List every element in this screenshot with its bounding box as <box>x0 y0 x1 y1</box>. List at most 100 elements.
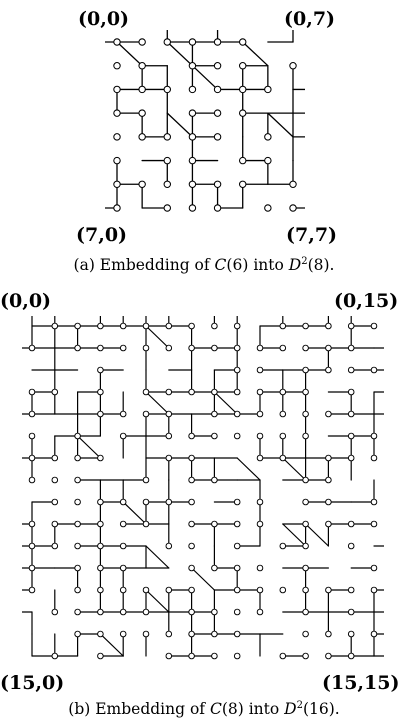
grid-b-node <box>97 608 104 616</box>
grid-b-node <box>279 322 287 330</box>
grid-b-node <box>370 366 378 374</box>
grid-b-node <box>51 476 59 484</box>
grid-b-node <box>188 454 195 462</box>
grid-b-node <box>233 344 241 352</box>
grid-a-node <box>163 133 172 141</box>
grid-b-diagonal-edge <box>236 457 261 481</box>
embedding-diagram-a <box>105 30 305 212</box>
grid-a-node <box>113 133 121 141</box>
grid-b-node <box>165 652 173 660</box>
grid-a-node <box>188 85 197 94</box>
embedding-diagram-b <box>22 316 384 660</box>
grid-a-node <box>213 133 222 141</box>
grid-b-node <box>211 476 218 484</box>
grid-b-node <box>51 542 59 550</box>
grid-b-diagonal-edge <box>305 523 329 547</box>
grid-b-node <box>370 630 378 638</box>
grid-b-node <box>188 542 195 550</box>
grid-b-node <box>165 498 173 506</box>
grid-b-node <box>325 476 332 484</box>
grid-b-node <box>28 388 36 396</box>
corner-label-bottom-left-b: (15,0) <box>0 672 65 694</box>
grid-b-node <box>370 564 378 572</box>
grid-b-diagonal-edge <box>213 391 238 415</box>
grid-b-node <box>119 432 127 440</box>
grid-b-node <box>97 366 104 374</box>
grid-b-node <box>74 454 81 462</box>
grid-b-node <box>165 432 173 440</box>
grid-b-node <box>97 542 104 550</box>
grid-a-node <box>213 38 222 46</box>
grid-b-node <box>279 388 287 396</box>
grid-b-node <box>165 388 173 396</box>
grid-b-node <box>142 388 150 396</box>
grid-a-node <box>238 38 247 46</box>
grid-b-node <box>302 498 309 506</box>
grid-b-node <box>347 542 355 550</box>
grid-b-node <box>233 410 241 418</box>
grid-b-node <box>233 388 241 396</box>
grid-b-node <box>256 410 264 418</box>
grid-b-node <box>233 498 241 506</box>
grid-b-node <box>142 608 150 616</box>
grid-b-diagonal-edge <box>282 457 307 481</box>
grid-b-node <box>370 454 378 462</box>
grid-b-node <box>74 608 81 616</box>
grid-a-node <box>238 61 247 70</box>
grid-a-node <box>188 109 197 117</box>
grid-b-node <box>119 564 127 572</box>
corner-label-bottom-right-a: (7,7) <box>286 224 338 246</box>
grid-b-diagonal-edge <box>99 633 124 657</box>
grid-a-node <box>138 133 146 141</box>
grid-b-node <box>256 564 264 572</box>
grid-b-node <box>97 564 104 572</box>
grid-b-node <box>211 608 218 616</box>
grid-b-node <box>142 476 150 484</box>
grid-b-node <box>279 652 287 660</box>
grid-b-node <box>97 520 104 528</box>
grid-b-node <box>233 630 241 638</box>
grid-b-node <box>188 432 195 440</box>
grid-a-node <box>138 180 146 189</box>
grid-a-node <box>113 180 121 189</box>
grid-b-node <box>347 652 355 660</box>
grid-b-node <box>233 564 241 572</box>
grid-b-node <box>279 410 287 418</box>
grid-b-node <box>302 608 309 616</box>
grid-b-node <box>279 432 287 440</box>
grid-b-node <box>74 322 81 330</box>
grid-a-node <box>138 38 146 46</box>
grid-b-node <box>347 454 355 462</box>
grid-b-node <box>211 344 218 352</box>
grid-b-node <box>302 366 309 374</box>
grid-b-node <box>142 344 150 352</box>
caption-a: (a) Embedding of C(6) into D2(8). <box>73 256 335 275</box>
grid-b-node <box>256 586 264 594</box>
grid-b-node <box>28 520 36 528</box>
grid-b-node <box>347 366 355 374</box>
grid-b-node <box>188 520 195 528</box>
grid-b-node <box>119 322 127 330</box>
grid-b-node <box>370 586 378 594</box>
grid-b-node <box>188 586 195 594</box>
grid-b-node <box>74 432 81 440</box>
grid-b-node <box>74 630 81 638</box>
grid-a-node <box>188 61 197 70</box>
grid-b-diagonal-edge <box>76 435 102 459</box>
grid-b-node <box>28 476 36 484</box>
grid-b-node <box>211 630 218 638</box>
grid-a-node <box>289 61 297 70</box>
grid-a-node <box>213 109 222 117</box>
grid-b-node <box>325 498 332 506</box>
grid-b-node <box>256 366 264 374</box>
caption-b: (b) Embedding of C(8) into D2(16). <box>68 700 340 719</box>
grid-a-node <box>113 109 121 117</box>
grid-a-node <box>238 109 247 117</box>
grid-a-node <box>213 61 222 70</box>
grid-b-node <box>347 608 355 616</box>
grid-b-node <box>325 630 332 638</box>
grid-a-node <box>113 204 121 212</box>
grid-b-node <box>97 388 104 396</box>
grid-b-node <box>188 498 195 506</box>
